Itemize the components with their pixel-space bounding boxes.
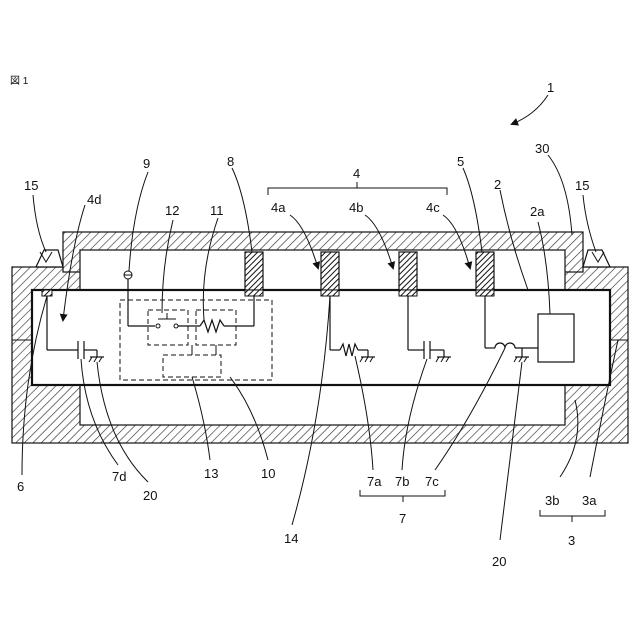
label-10: 10 bbox=[261, 466, 275, 481]
label-3: 3 bbox=[568, 533, 575, 548]
label-7d: 7d bbox=[112, 469, 126, 484]
label-20-right: 20 bbox=[492, 554, 506, 569]
label-1: 1 bbox=[547, 80, 554, 95]
label-3b: 3b bbox=[545, 493, 559, 508]
substrate-2 bbox=[32, 290, 610, 385]
label-4c: 4c bbox=[426, 200, 440, 215]
label-9: 9 bbox=[143, 156, 150, 171]
label-4d: 4d bbox=[87, 192, 101, 207]
label-14: 14 bbox=[284, 531, 298, 546]
label-8: 8 bbox=[227, 154, 234, 169]
label-7a: 7a bbox=[367, 474, 382, 489]
label-2: 2 bbox=[494, 177, 501, 192]
label-12: 12 bbox=[165, 203, 179, 218]
label-3a: 3a bbox=[582, 493, 597, 508]
label-4a: 4a bbox=[271, 200, 286, 215]
label-2a: 2a bbox=[530, 204, 545, 219]
label-20-left: 20 bbox=[143, 488, 157, 503]
label-5: 5 bbox=[457, 154, 464, 169]
label-4b: 4b bbox=[349, 200, 363, 215]
label-15-right: 15 bbox=[575, 178, 589, 193]
label-11: 11 bbox=[210, 203, 224, 218]
label-7b: 7b bbox=[395, 474, 409, 489]
component-2a bbox=[538, 314, 574, 362]
label-4: 4 bbox=[353, 166, 360, 181]
label-6: 6 bbox=[17, 479, 24, 494]
label-7c: 7c bbox=[425, 474, 439, 489]
label-13: 13 bbox=[204, 466, 218, 481]
label-15-left: 15 bbox=[24, 178, 38, 193]
label-7: 7 bbox=[399, 511, 406, 526]
label-30: 30 bbox=[535, 141, 549, 156]
figure-label: 図 1 bbox=[10, 75, 29, 87]
